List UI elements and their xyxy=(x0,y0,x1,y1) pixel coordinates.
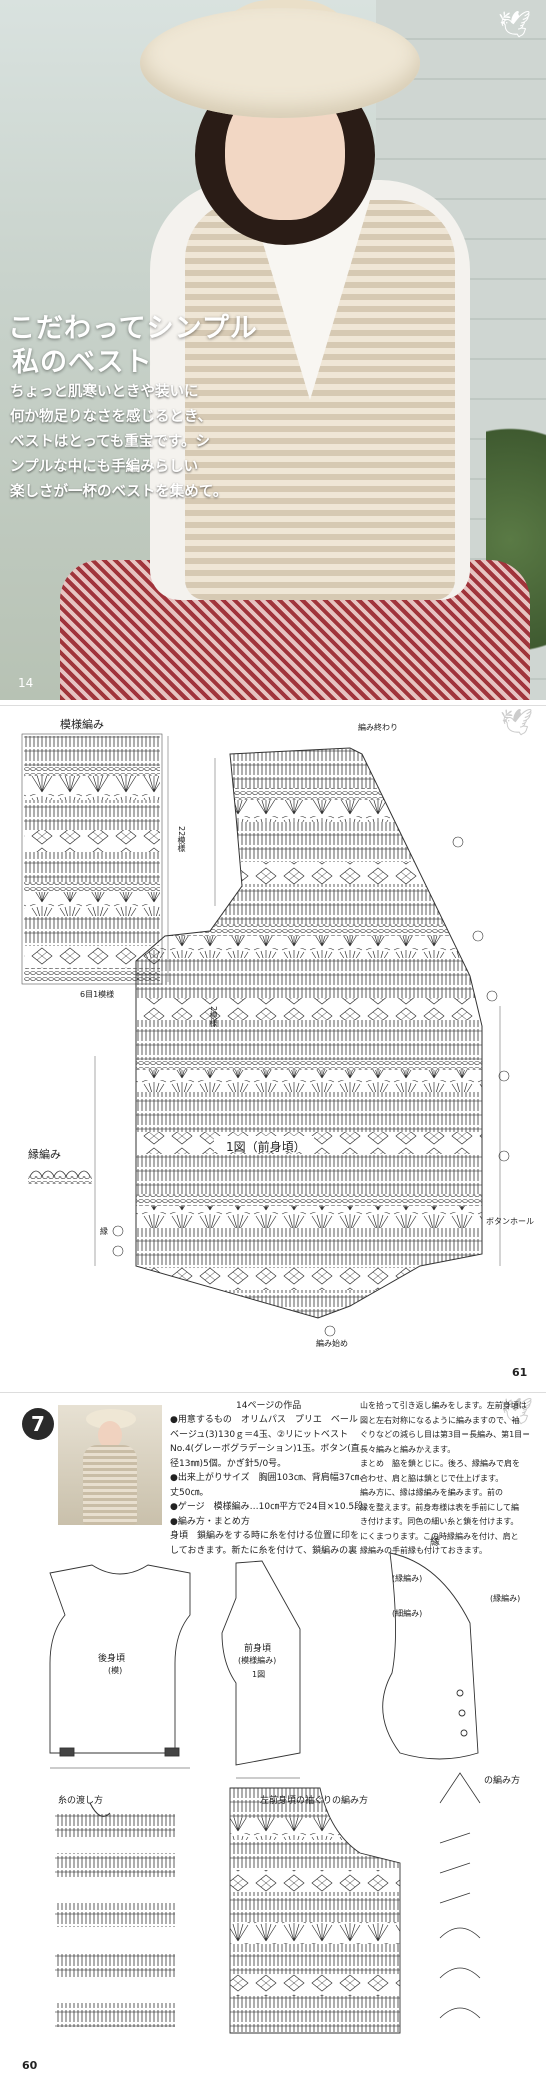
chart-page: 🕊 xyxy=(0,705,546,1389)
dove-icon: 🕊 xyxy=(500,1397,534,1427)
text-line: ●出来上がりサイズ 胸囲103㎝、背肩幅37㎝、 xyxy=(170,1473,369,1483)
rows-label: 22模様 xyxy=(177,826,186,853)
lead-line: ちょっと肌寒いときや装いに xyxy=(10,384,199,400)
page-number: 14 xyxy=(18,676,34,690)
back-piece-schematic xyxy=(49,1564,191,1769)
start-label: 編み始め xyxy=(316,1339,348,1348)
lead-text: ちょっと肌寒いときや装いに 何か物足りなさを感じるとき、 ベストはとっても重宝で… xyxy=(10,380,227,505)
instructions-left-column: ●用意するもの オリムパス プリエ ベール ベージュ(3)130ｇ＝4玉、②リに… xyxy=(170,1413,372,1558)
dove-icon: 🕊 xyxy=(498,10,532,40)
edge-item: (縁編み) xyxy=(490,1594,521,1603)
text-line: 山を拾って引き返し編みをします。左前身頃は xyxy=(360,1401,527,1410)
hat-image xyxy=(140,8,420,118)
pattern-note: の編み方 xyxy=(484,1776,521,1786)
lead-line: ンプルな中にも手編みらしい xyxy=(10,459,199,475)
face-image xyxy=(98,1421,122,1449)
text-line: 長々編みと編みかえます。 xyxy=(360,1444,456,1454)
front-piece-schematic xyxy=(221,1560,301,1779)
edge-item: (縁編み) xyxy=(392,1574,423,1583)
pattern-number-badge: 7 xyxy=(22,1408,54,1440)
text-line: 丈50㎝。 xyxy=(170,1487,209,1498)
title-line: こだわってシンプル xyxy=(8,313,258,344)
yarn-diagram xyxy=(55,1802,175,2027)
lead-line: 何か物足りなさを感じるとき、 xyxy=(10,409,212,425)
dove-icon: 🕊 xyxy=(500,708,534,738)
instructions-right-column: 山を拾って引き返し編みをします。左前身頃は 図と左右対称になるように編みますので… xyxy=(360,1399,530,1559)
text-line: ●ゲージ 模様編み…10㎝平方で24目×10.5段。 xyxy=(170,1502,373,1512)
back-piece-label: 後身頃 xyxy=(98,1654,126,1664)
text-line: No.4(グレーボグラデーション)1玉。ボタン(直 xyxy=(170,1444,360,1454)
lead-line: 楽しさが一杯のベストを集めて。 xyxy=(10,484,228,500)
text-line: まとめ 脇を鎖とじに。後ろ、縁編みで肩を xyxy=(360,1459,520,1468)
front-piece-label: 前身頃 xyxy=(244,1644,272,1654)
crochet-chart xyxy=(21,733,510,1337)
edging-swatch xyxy=(28,1170,92,1184)
text-line: 編み方に、縁は縁編みを編みます。前の xyxy=(360,1488,503,1497)
text-line: にくまつります。この時縁編みを付け、肩と xyxy=(360,1531,519,1541)
edge-title: 縁編み xyxy=(28,1148,61,1161)
finish-label: 編み終わり xyxy=(358,723,398,732)
armhole-title: 左前身頃の袖ぐりの編み方 xyxy=(260,1796,369,1806)
chart-title: 1図（前身頃） xyxy=(226,1140,306,1154)
text-line: き付けます。同色の細い糸と鎖を付けます。 xyxy=(360,1517,519,1526)
thumbnail-photo xyxy=(58,1405,162,1525)
step-diagrams xyxy=(439,1772,481,2019)
photo-page: 🕊 こだわってシンプル 私のベスト ちょっと肌寒いときや装いに 何か物足りなさを… xyxy=(0,0,546,700)
page-ref: 14ページの作品 xyxy=(236,1401,302,1411)
text-line: しておきます。新たに糸を付けて、鎖編みの裏 xyxy=(170,1545,358,1556)
front-piece-sub: (模様編み) xyxy=(238,1656,277,1665)
edge-schematic xyxy=(382,1552,479,1760)
text-line: ベージュ(3)130ｇ＝4玉、②リにットベスト xyxy=(170,1429,349,1440)
front-piece-fig: 1図 xyxy=(252,1670,266,1679)
page-number: 61 xyxy=(512,1366,528,1379)
edge-label: 縁 xyxy=(430,1537,440,1548)
edge-label: 縁 xyxy=(100,1227,108,1236)
text-line: 径13㎜)5個。かぎ針5/0号。 xyxy=(170,1458,287,1469)
instructions-page: 🕊 7 14ページの作品 ●用意するもの オリムパス プリエ ベール ベージュ(… xyxy=(0,1392,546,2081)
text-line: 身頃 鎖編みをする時に糸を付ける位置に印を xyxy=(170,1531,360,1541)
buttonhole-label: ボタンホール xyxy=(486,1217,534,1226)
schematics xyxy=(49,1552,481,2034)
row-markers xyxy=(112,836,510,1337)
dimension-lines xyxy=(94,758,501,1266)
rows-label-2: 2模様 xyxy=(209,1006,218,1028)
text-line: 合わせ、肩と脇は鎖とじで仕上げます。 xyxy=(360,1473,504,1483)
pattern-swatch xyxy=(21,733,169,985)
yarn-title: 糸の渡し方 xyxy=(58,1796,104,1806)
text-line: 図と左右対称になるように編みますので、袖 xyxy=(360,1415,520,1425)
text-line: 縁編みの手前縁も付けておきます。 xyxy=(360,1546,487,1555)
article-title: こだわってシンプル 私のベスト xyxy=(8,312,258,380)
text-line: ●用意するもの オリムパス プリエ ベール xyxy=(170,1415,358,1425)
text-line: ●編み方・まとめ方 xyxy=(170,1516,250,1527)
text-line: 縁を整えます。前身寿様は表を手前にして編 xyxy=(360,1502,519,1512)
armhole-chart xyxy=(229,1787,401,2034)
pattern-title: 模様編み xyxy=(60,718,104,731)
text-line: ぐりなどの減らし目は第3目＝長編み、第1目＝ xyxy=(360,1430,531,1439)
vest-image xyxy=(83,1445,137,1525)
page-number: 60 xyxy=(22,2059,38,2072)
hat-image xyxy=(86,1409,136,1429)
back-piece-sub: (模) xyxy=(108,1666,123,1675)
title-line: 私のベスト xyxy=(12,347,153,378)
edge-item: (細編み) xyxy=(392,1609,423,1618)
repeat-label: 6目1模様 xyxy=(80,990,115,999)
lead-line: ベストはとっても重宝です。シ xyxy=(10,434,210,450)
